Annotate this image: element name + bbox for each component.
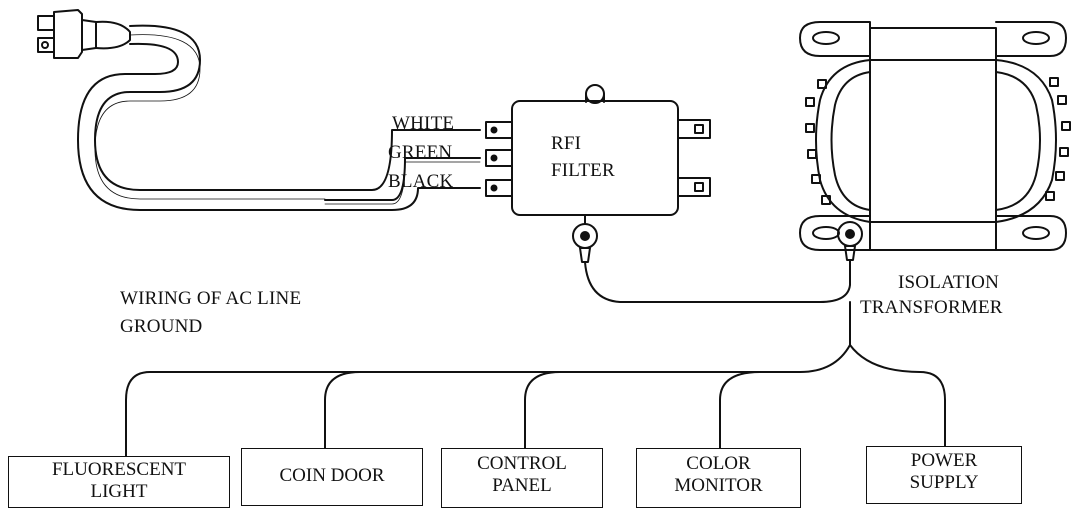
rfi-filter-label-line2: FILTER (551, 160, 615, 181)
rfi-filter-label-line1: RFI (551, 133, 582, 154)
ground-wires (125, 259, 946, 461)
destination-box-color-monitor: COLOR MONITOR (636, 448, 801, 508)
destination-label: POWER (910, 450, 978, 471)
destination-box-fluorescent-light: FLUORESCENT LIGHT (8, 456, 230, 508)
transformer-label-line2: TRANSFORMER (860, 297, 1003, 318)
destination-box-power-supply: POWER SUPPLY (866, 446, 1022, 504)
wire-label-green: GREEN (388, 142, 453, 163)
ground-note-line2: GROUND (120, 316, 203, 337)
destination-label: SUPPLY (909, 472, 979, 493)
destination-box-coin-door: COIN DOOR (241, 448, 423, 506)
destination-label: LIGHT (90, 481, 148, 502)
power-cord (77, 24, 326, 211)
destination-box-control-panel: CONTROL PANEL (441, 448, 603, 508)
destination-label: COLOR (686, 453, 751, 474)
destination-label: COIN DOOR (279, 465, 385, 486)
wire-label-white: WHITE (392, 113, 455, 134)
destination-label: MONITOR (674, 475, 763, 496)
conductor-wires (324, 129, 481, 211)
isolation-transformer-icon (799, 21, 1071, 261)
destination-label: FLUORESCENT (51, 459, 187, 480)
rfi-filter-icon (485, 84, 711, 263)
wire-label-black: BLACK (388, 171, 454, 192)
destination-label: PANEL (492, 475, 552, 496)
ground-note-line1: WIRING OF AC LINE (120, 288, 302, 309)
transformer-label-line1: ISOLATION (898, 272, 1000, 293)
destination-label: CONTROL (477, 453, 567, 474)
ac-plug-icon (37, 9, 131, 59)
